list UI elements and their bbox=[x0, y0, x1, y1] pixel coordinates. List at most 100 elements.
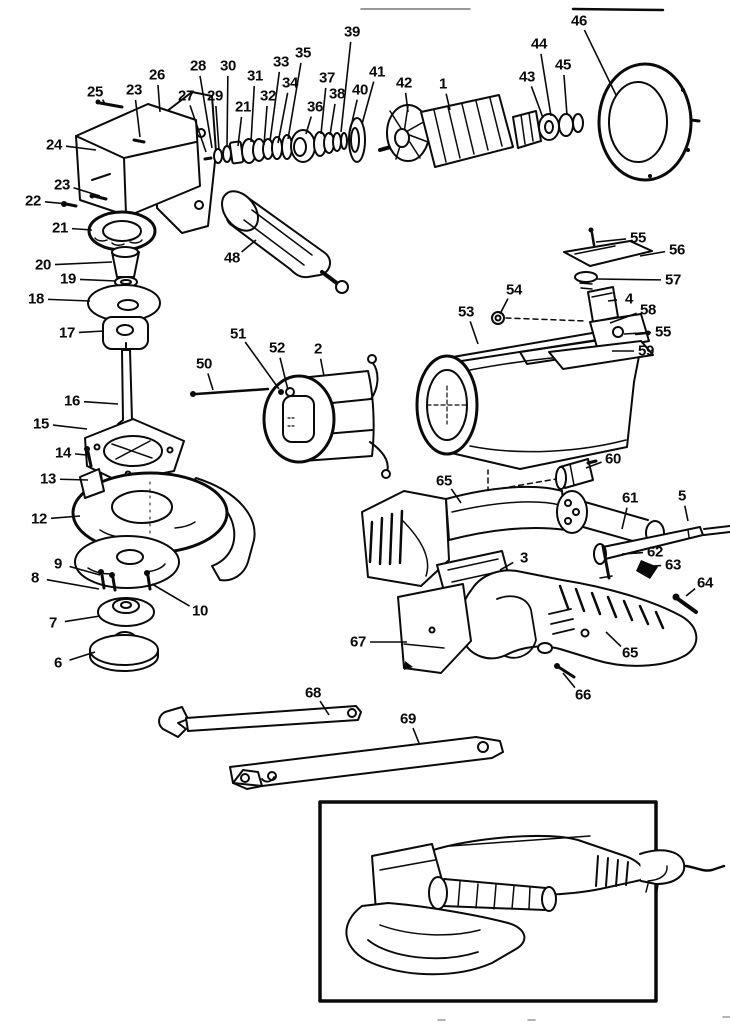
callout-12-42: 12 bbox=[30, 510, 48, 528]
cord-set bbox=[593, 525, 730, 614]
upper-handle bbox=[361, 485, 665, 587]
armature-assembly bbox=[378, 94, 584, 168]
callout-43-21: 43 bbox=[518, 68, 536, 86]
leader-line-58-54 bbox=[609, 312, 637, 324]
leader-line-8-44 bbox=[46, 578, 100, 590]
callout-10-45: 10 bbox=[191, 602, 209, 620]
callout-65-58: 65 bbox=[435, 472, 453, 490]
leader-line-42-19 bbox=[404, 92, 409, 113]
leader-line-55-55 bbox=[623, 331, 652, 335]
leader-line-45-23 bbox=[563, 74, 568, 116]
leader-line-25-0 bbox=[101, 99, 106, 105]
callout-42-19: 42 bbox=[395, 74, 413, 92]
callout-40-17: 40 bbox=[351, 81, 369, 99]
callout-34-11: 34 bbox=[281, 74, 299, 92]
callout-31-8: 31 bbox=[246, 67, 264, 85]
callout-55-50: 55 bbox=[629, 229, 647, 247]
leader-line-35-12 bbox=[287, 62, 302, 140]
leader-line-37-14 bbox=[320, 87, 327, 135]
callout-63-62: 63 bbox=[664, 556, 682, 574]
pin-spanner bbox=[229, 736, 504, 790]
leader-line-61-59 bbox=[621, 507, 628, 530]
callout-60-57: 60 bbox=[604, 450, 622, 468]
leader-line-48-29 bbox=[241, 239, 257, 253]
callout-22-27: 22 bbox=[24, 192, 42, 210]
callout-9-43: 9 bbox=[53, 555, 63, 573]
leader-line-54-49 bbox=[499, 298, 509, 315]
leader-line-32-9 bbox=[263, 105, 268, 146]
cover-plate bbox=[397, 583, 472, 674]
guard bbox=[71, 468, 256, 582]
leader-line-29-5 bbox=[215, 105, 220, 151]
leader-line-50-34 bbox=[207, 373, 214, 391]
callout-26-2: 26 bbox=[148, 66, 166, 84]
leader-line-26-2 bbox=[157, 84, 161, 113]
leader-line-46-24 bbox=[583, 29, 617, 96]
callout-3-63: 3 bbox=[519, 549, 529, 567]
leader-line-65-58 bbox=[450, 488, 462, 504]
callout-67-65: 67 bbox=[349, 633, 367, 651]
leader-line-21-28 bbox=[71, 227, 93, 231]
leader-line-43-21 bbox=[530, 86, 544, 119]
leader-line-22-27 bbox=[44, 201, 69, 205]
callout-46-24: 46 bbox=[570, 12, 588, 30]
leader-line-53-48 bbox=[469, 321, 479, 345]
leader-line-65-66 bbox=[605, 631, 622, 647]
capacitor bbox=[487, 458, 598, 493]
callout-23-26: 23 bbox=[53, 176, 71, 194]
callout-5-60: 5 bbox=[677, 487, 687, 505]
leader-line-2-37 bbox=[319, 358, 325, 377]
lower-handle bbox=[458, 569, 698, 679]
clamp-plate-and-flanges bbox=[74, 535, 180, 672]
leader-line-5-60 bbox=[684, 505, 689, 522]
callout-21-7: 21 bbox=[234, 98, 252, 116]
leader-line-34-11 bbox=[277, 92, 289, 144]
leader-line-7-46 bbox=[64, 615, 101, 623]
leader-line-52-36 bbox=[279, 357, 289, 391]
callout-25-0: 25 bbox=[86, 83, 104, 101]
callout-38-15: 38 bbox=[328, 85, 346, 103]
leader-line-44-22 bbox=[540, 53, 552, 117]
gear-housing bbox=[61, 91, 217, 234]
callout-23-1: 23 bbox=[125, 81, 143, 99]
leader-line-64-64 bbox=[685, 588, 696, 597]
assembled-view-inset bbox=[318, 800, 726, 1003]
leader-line-31-8 bbox=[250, 85, 256, 143]
callout-8-44: 8 bbox=[30, 569, 40, 587]
leader-line-30-6 bbox=[226, 75, 229, 148]
leader-line-15-39 bbox=[52, 424, 88, 430]
leader-line-51-35 bbox=[244, 341, 280, 390]
leader-line-69-69 bbox=[412, 727, 420, 744]
callout-18-32: 18 bbox=[27, 290, 45, 308]
page-artifacts bbox=[360, 7, 730, 1021]
leader-line-33-10 bbox=[269, 71, 281, 142]
callout-33-10: 33 bbox=[272, 53, 290, 71]
callout-35-12: 35 bbox=[294, 44, 312, 62]
callout-20-30: 20 bbox=[34, 256, 52, 274]
leader-line-63-62 bbox=[637, 564, 662, 568]
callout-14-40: 14 bbox=[54, 444, 72, 462]
leader-line-19-31 bbox=[79, 278, 117, 282]
callout-61-59: 61 bbox=[621, 489, 639, 507]
callout-30-6: 30 bbox=[219, 57, 237, 75]
callout-45-23: 45 bbox=[554, 56, 572, 74]
leader-line-9-43 bbox=[69, 565, 101, 576]
callout-17-33: 17 bbox=[58, 324, 76, 342]
leader-line-14-40 bbox=[74, 453, 87, 456]
callout-6-47: 6 bbox=[53, 654, 63, 672]
leader-line-40-17 bbox=[349, 99, 358, 132]
leader-line-68-68 bbox=[319, 700, 330, 716]
leader-line-4-53 bbox=[607, 299, 618, 302]
leader-line-20-30 bbox=[54, 261, 113, 266]
leader-line-23-26 bbox=[73, 187, 101, 197]
leader-line-55-50 bbox=[595, 238, 627, 243]
callout-7-46: 7 bbox=[48, 614, 58, 632]
leader-line-16-38 bbox=[83, 400, 119, 405]
leader-line-18-32 bbox=[47, 298, 91, 302]
leader-line-57-52 bbox=[596, 278, 662, 281]
callout-69-69: 69 bbox=[399, 710, 417, 728]
gear-case-flange bbox=[597, 62, 701, 182]
